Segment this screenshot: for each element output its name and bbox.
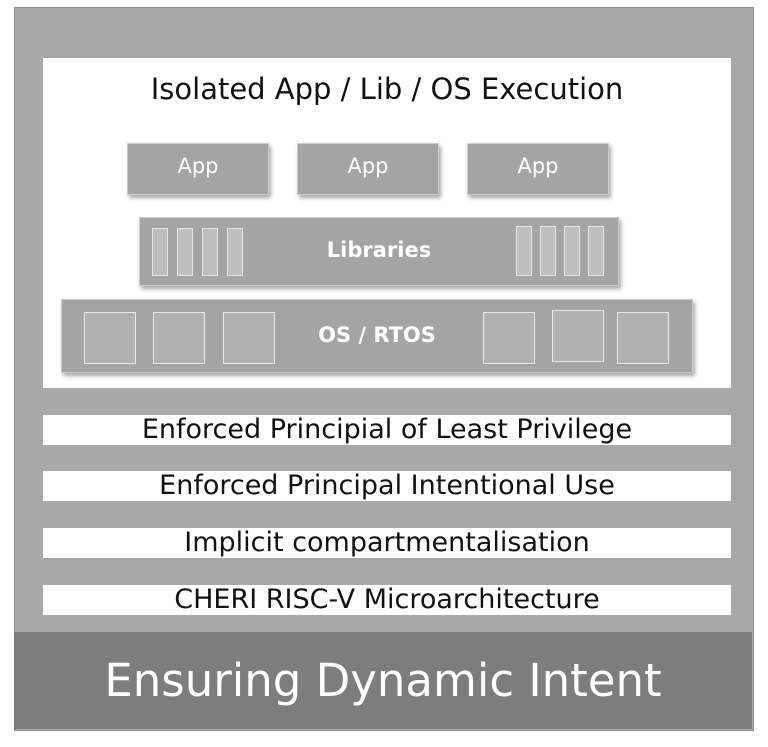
- os-module-square: [552, 310, 604, 362]
- libraries-box: Libraries: [139, 217, 619, 286]
- footer-title: Ensuring Dynamic Intent: [14, 632, 752, 729]
- library-slot: [516, 226, 532, 276]
- execution-panel: Isolated App / Lib / OS Execution App Ap…: [43, 58, 731, 388]
- library-slot: [564, 226, 580, 276]
- os-module-square: [483, 312, 535, 364]
- app-label: App: [347, 154, 389, 178]
- library-slot: [227, 228, 243, 276]
- app-box-3: App: [467, 143, 609, 195]
- library-slot: [540, 226, 556, 276]
- layer-compartmentalisation: Implicit compartmentalisation: [43, 528, 731, 558]
- library-slot: [588, 226, 604, 276]
- layer-microarchitecture: CHERI RISC-V Microarchitecture: [43, 585, 731, 615]
- app-label: App: [517, 154, 559, 178]
- app-box-2: App: [297, 143, 439, 195]
- os-module-square: [617, 312, 669, 364]
- panel-title: Isolated App / Lib / OS Execution: [150, 72, 624, 106]
- os-rtos-label: OS / RTOS: [318, 323, 436, 347]
- library-slot: [152, 228, 168, 276]
- os-module-square: [223, 312, 275, 364]
- layer-least-privilege: Enforced Principial of Least Privilege: [43, 415, 731, 445]
- layer-intentional-use: Enforced Principal Intentional Use: [43, 471, 731, 501]
- app-label: App: [177, 154, 219, 178]
- os-rtos-box: OS / RTOS: [61, 299, 693, 373]
- os-module-square: [153, 312, 205, 364]
- library-slot: [177, 228, 193, 276]
- libraries-label: Libraries: [326, 238, 432, 262]
- app-box-1: App: [127, 143, 269, 195]
- os-module-square: [84, 312, 136, 364]
- library-slot: [202, 228, 218, 276]
